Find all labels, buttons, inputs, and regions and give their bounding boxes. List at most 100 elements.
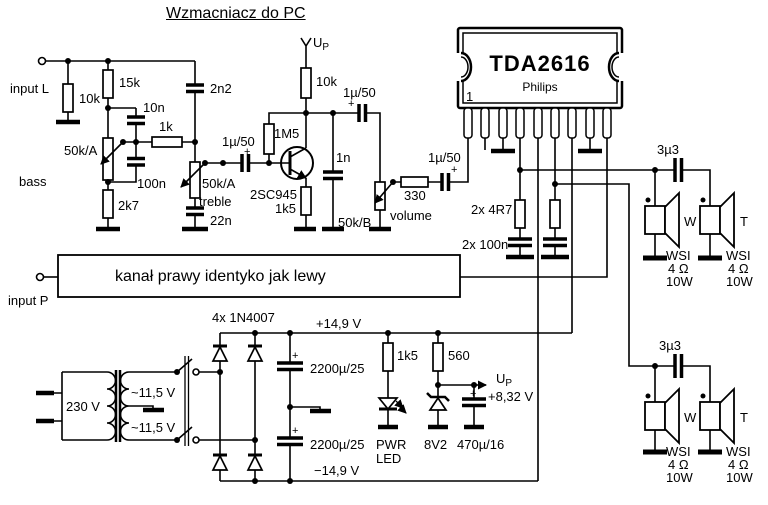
speaker-w-top-driver (644, 205, 666, 235)
resistor-1k (151, 136, 183, 148)
potentiometer-treble-body (189, 161, 201, 199)
chip-notch-right (607, 51, 620, 83)
label-treble-pot: 50k/A (202, 176, 236, 191)
label-c1n: 1n (336, 150, 351, 165)
right-channel-rect (57, 254, 461, 298)
label-c3u3-bottom: 3µ3 (659, 338, 681, 353)
label-up-supply: UP (313, 35, 330, 53)
label-zener: 8V2 (424, 437, 448, 452)
ground-symbols-tone (56, 119, 208, 232)
label-sec1: ~11,5 V (131, 385, 176, 400)
junction-dots-preamp (266, 110, 396, 185)
label-ohm-wb: 4 Ω (668, 457, 689, 472)
label-c10n: 10n (143, 100, 165, 115)
label-vplus: +14,9 V (316, 316, 362, 331)
volume-wiper-arrow (374, 181, 394, 204)
label-wsi-tt: WSI (726, 248, 751, 263)
speaker-t-top-cone (719, 190, 735, 250)
chip-pin1: 1 (466, 89, 474, 104)
capacitor-100n-a (508, 237, 532, 248)
label-r10k-input: 10k (79, 91, 100, 106)
resistor-10k-collector (300, 67, 312, 99)
label-wsi-tb: WSI (726, 444, 751, 459)
label-power-wb: 10W (666, 470, 693, 485)
output-speakers-bottom (517, 167, 735, 455)
zener-regulator (426, 333, 487, 430)
label-r10k-collector: 10k (316, 74, 337, 89)
treble-wiper-arrow (180, 162, 206, 188)
label-pwr: PWR (376, 437, 407, 452)
capacitor-2200u-b (277, 436, 303, 447)
speaker-w-bottom-cone (664, 386, 680, 446)
capacitor-1u50-couple (240, 154, 251, 172)
label-c3u3-top: 3µ3 (657, 142, 679, 157)
plus-c470: + (470, 388, 477, 400)
label-c2200-a: 2200µ/25 (310, 361, 365, 376)
potentiometer-bass-body (102, 137, 114, 181)
label-up-output: UP (496, 371, 513, 389)
label-230v: 230 V (66, 399, 100, 414)
label-c1u-out: 1µ/50 (428, 150, 461, 165)
label-c100n: 100n (137, 176, 166, 191)
resistor-15k (102, 69, 114, 99)
label-led: LED (376, 451, 402, 466)
chip-pin-wires (460, 138, 608, 481)
label-input-l: input L (10, 81, 50, 96)
label-r330: 330 (404, 188, 426, 203)
label-c2n2: 2n2 (210, 81, 232, 96)
resistor-4r7-a (514, 199, 526, 229)
label-c2200-b: 2200µ/25 (310, 437, 365, 452)
label-power-tt: 10W (726, 274, 753, 289)
chip-brand: Philips (522, 80, 558, 94)
label-speaker-w-bottom: W (684, 410, 697, 425)
resistor-2k7 (102, 189, 114, 219)
label-speaker-t-top: T (740, 214, 748, 229)
label-r1k: 1k (159, 119, 173, 134)
capacitor-2200u-a (277, 361, 303, 372)
label-r2k7: 2k7 (118, 198, 139, 213)
resistor-1k5-led (382, 342, 394, 372)
label-r15k: 15k (119, 75, 140, 90)
resistor-10k-input (62, 83, 74, 113)
resistor-330 (400, 176, 429, 188)
zener-triangle (428, 396, 448, 411)
label-c470: 470µ/16 (457, 437, 505, 452)
label-ohm-tb: 4 Ω (728, 457, 749, 472)
diode-cathode-bars (213, 344, 262, 457)
label-ohm-tt: 4 Ω (728, 261, 749, 276)
bridge-rectifier (211, 332, 572, 482)
label-wsi-wt: WSI (666, 248, 691, 263)
chip-name: TDA2616 (489, 51, 591, 76)
chip-pins (463, 107, 612, 139)
capacitor-22n (186, 206, 204, 217)
label-wsi-wb: WSI (666, 444, 691, 459)
input-p-terminal (35, 272, 45, 282)
output-speakers-top (520, 158, 735, 261)
chip-notch-left (460, 51, 473, 83)
speaker-polarity-dots-bottom (645, 363, 706, 399)
label-r1k5-led: 1k5 (397, 348, 418, 363)
label-transistor: 2SC945 (250, 187, 297, 202)
label-volume: volume (390, 208, 432, 223)
label-power-wt: 10W (666, 274, 693, 289)
right-channel-box (35, 254, 461, 298)
label-zobel-c: 2x 100n (462, 237, 509, 252)
plus-c2200-b: + (292, 425, 299, 437)
resistor-1m5 (263, 123, 275, 155)
zobel-junction-dots (517, 167, 558, 187)
label-zobel-r: 2x 4R7 (471, 202, 513, 217)
plus-c1u-couple: + (244, 146, 251, 158)
label-rectifier: 4x 1N4007 (212, 310, 275, 325)
label-power-tb: 10W (726, 470, 753, 485)
junction-dots-tone (65, 58, 226, 185)
plus-c2200-a: + (292, 350, 299, 362)
speaker-t-bottom-cone (719, 386, 735, 446)
led-light-arrow-2 (397, 404, 407, 414)
label-c1u-bypass: 1µ/50 (343, 85, 376, 100)
filter-caps (277, 333, 331, 481)
label-sec2: ~11,5 V (131, 420, 176, 435)
capacitor-1u50-bypass (357, 104, 368, 122)
transistor-emitter-arrow (289, 168, 307, 179)
